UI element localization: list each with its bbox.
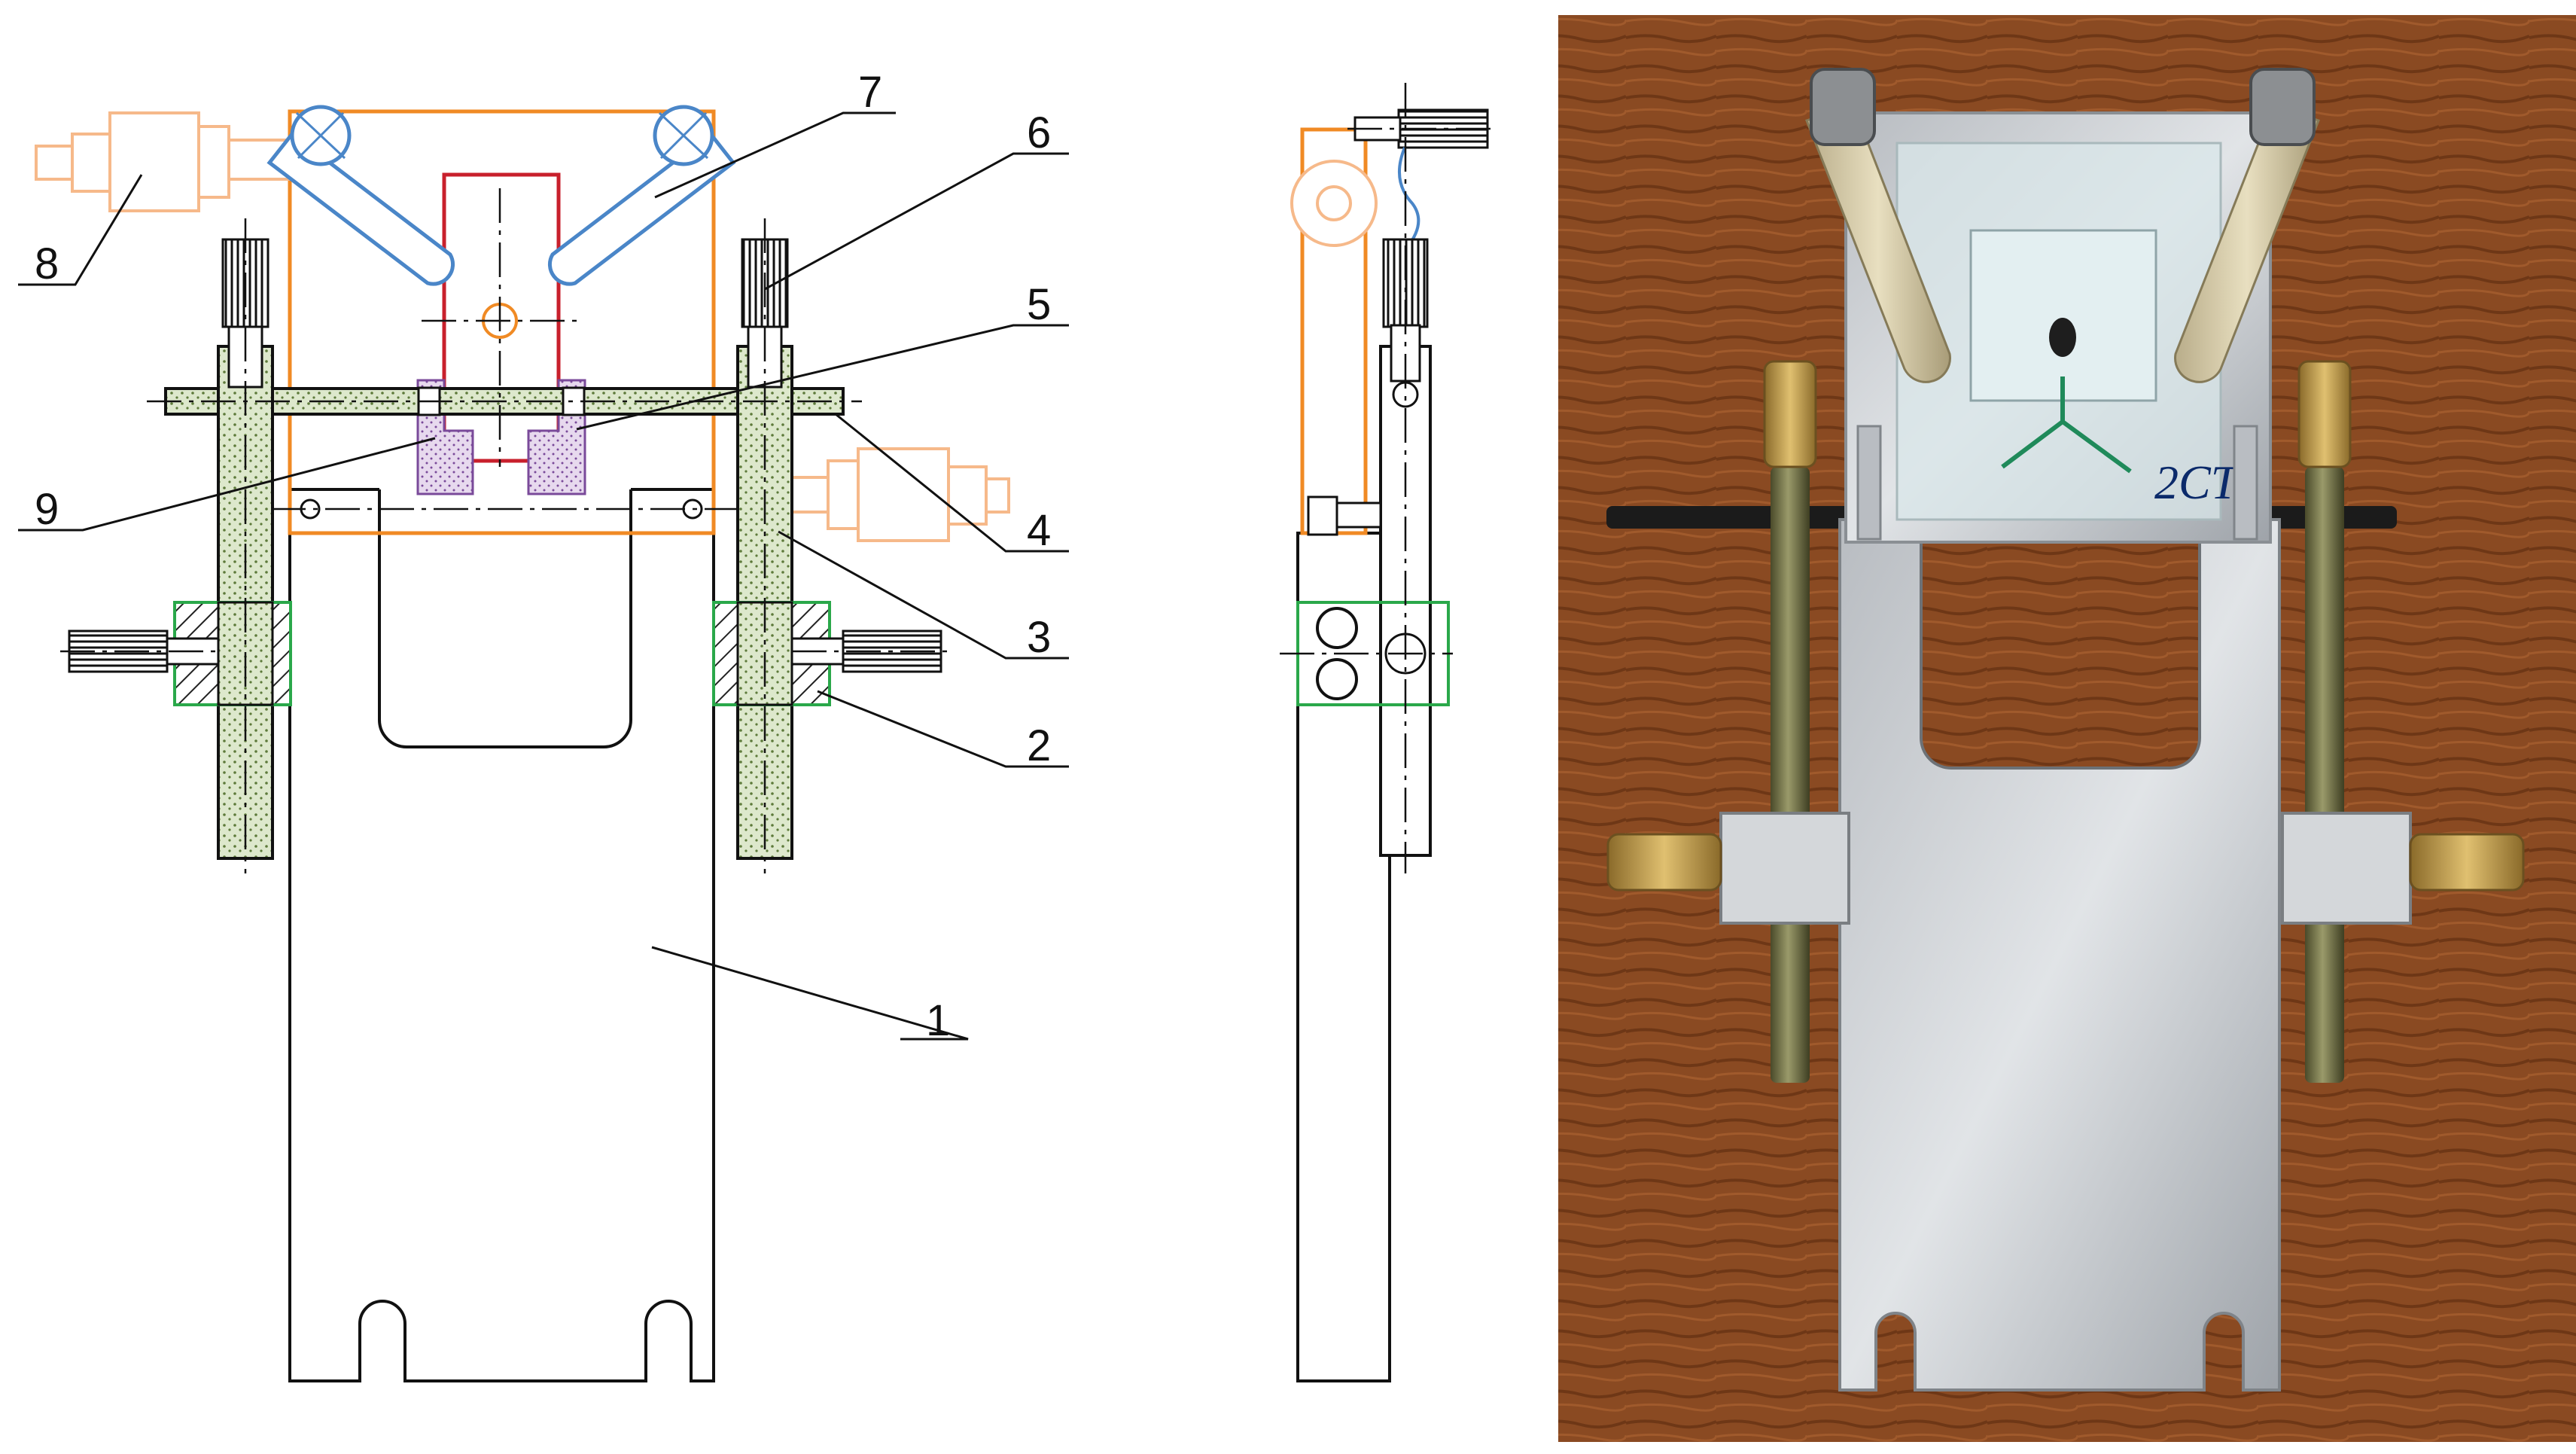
label-4: 4 xyxy=(1027,506,1051,555)
photo-window-cutout xyxy=(1920,541,2201,770)
photo-pivot-knob-right xyxy=(2249,68,2316,146)
label-7: 7 xyxy=(858,68,882,117)
side-column-screw xyxy=(1390,324,1421,383)
photo-cover-slip xyxy=(1969,229,2157,402)
label-6: 6 xyxy=(1027,108,1051,157)
blue-clamp-arm-right xyxy=(547,105,736,286)
label-3: 3 xyxy=(1027,613,1051,662)
photo-guide-right xyxy=(2233,425,2258,541)
photo-side-knob-left xyxy=(1606,833,1722,892)
photo-column-right xyxy=(2305,467,2344,1083)
side-faded-fitting-inner xyxy=(1316,185,1352,221)
photo-arm-right xyxy=(2174,104,2320,383)
side-clamp-screw-bottom xyxy=(1316,658,1358,700)
side-view xyxy=(1280,83,1498,1382)
orange-frame xyxy=(288,109,716,535)
faded-fitting-right xyxy=(775,447,1010,542)
main-plate-body xyxy=(288,532,715,1382)
side-blue-wire xyxy=(1397,147,1420,250)
faded-fitting-left xyxy=(35,111,290,212)
photo-green-marking xyxy=(2001,376,2132,474)
label-9: 9 xyxy=(35,485,59,534)
leader-lines xyxy=(18,111,1069,1041)
side-lower-screw xyxy=(1335,501,1382,529)
label-1: 1 xyxy=(926,996,950,1045)
photo-arm-left xyxy=(1805,104,1951,383)
device-photograph: 2CT xyxy=(1558,15,2576,1442)
side-clamp-screw-top xyxy=(1316,607,1358,649)
front-view: 1 2 3 4 5 6 7 8 9 xyxy=(18,68,1069,1382)
photo-guide-left xyxy=(1856,425,1882,541)
side-lower-screw-head xyxy=(1307,495,1338,536)
photo-brass-knob-right xyxy=(2297,360,2352,468)
photo-column-left xyxy=(1771,467,1810,1083)
photo-specimen-hole xyxy=(2049,318,2076,357)
blue-clamp-arm-left xyxy=(266,105,455,286)
photo-clamp-block-left xyxy=(1719,812,1850,925)
photo-slide-marking: 2CT xyxy=(2154,456,2241,509)
photo-side-knob-right xyxy=(2409,833,2525,892)
side-centerlines xyxy=(1280,83,1498,873)
photo-brass-knob-left xyxy=(1763,360,1817,468)
label-5: 5 xyxy=(1027,280,1051,329)
front-centerlines xyxy=(60,188,950,873)
photo-pivot-knob-left xyxy=(1810,68,1876,146)
label-2: 2 xyxy=(1027,721,1051,770)
photo-clamp-block-right xyxy=(2281,812,2412,925)
label-8: 8 xyxy=(35,239,59,288)
